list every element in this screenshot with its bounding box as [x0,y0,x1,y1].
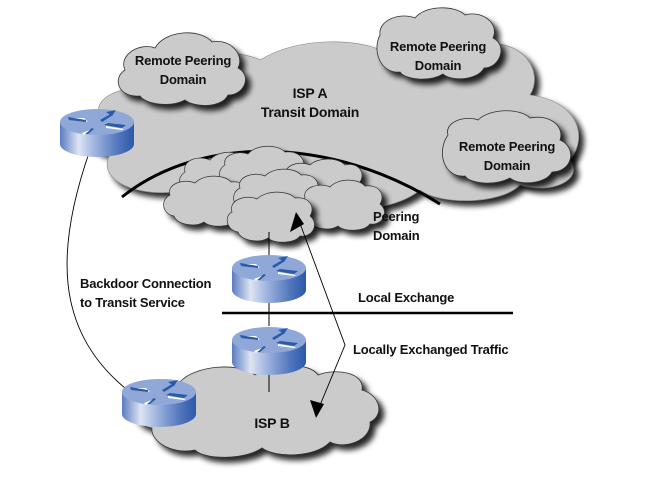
remote-peering-label-3b: Domain [484,158,531,173]
router-isp-a-edge[interactable] [60,109,134,157]
remote-peering-cloud-2 [376,7,502,80]
remote-peering-label-2b: Domain [415,58,462,73]
peering-domain-label-2: Domain [373,228,420,243]
local-traffic-arrow [297,217,346,411]
remote-peering-label-3a: Remote Peering [459,139,555,154]
remote-peering-cloud-1 [117,32,246,106]
transit-domain-label: Transit Domain [261,104,359,120]
local-exchange-label: Local Exchange [358,290,454,305]
isp-a-label: ISP A [293,85,328,101]
backdoor-label-1: Backdoor Connection [80,276,212,291]
router-peering-exchange[interactable] [232,255,306,303]
isp-b-label: ISP B [254,415,289,431]
router-isp-b-backdoor[interactable] [122,379,196,427]
backdoor-label-2: to Transit Service [80,295,185,310]
peering-domain-cloud-cluster [163,145,385,243]
peering-domain-label-1: Peering [373,209,420,224]
remote-peering-label-1b: Domain [160,72,207,87]
local-traffic-arrowhead-bottom [310,400,324,418]
locally-exchanged-traffic-label: Locally Exchanged Traffic [353,342,508,357]
remote-peering-label-1a: Remote Peering [135,53,231,68]
backdoor-connection-line [66,149,126,389]
remote-peering-label-2a: Remote Peering [390,39,486,54]
remote-peering-cloud-3 [442,110,572,184]
local-traffic-arrowhead-top [290,212,304,232]
router-isp-b-exchange[interactable] [232,327,306,375]
